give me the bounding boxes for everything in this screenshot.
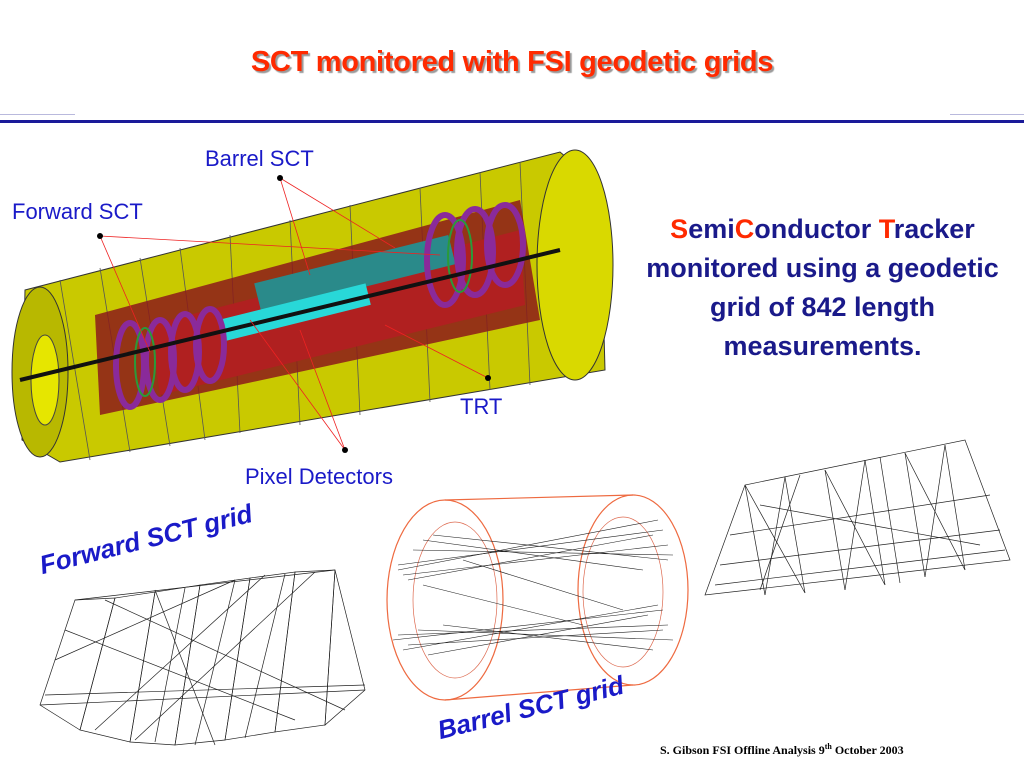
forward-sct-label: Forward SCT [12, 199, 143, 224]
description-text: SemiConductor Tracker monitored using a … [625, 210, 1020, 366]
detector-cutaway-image [11, 149, 614, 463]
desc-onductor: onductor [754, 214, 872, 244]
desc-s: S [670, 214, 689, 244]
footer-prefix: S. Gibson FSI Offline Analysis 9 [660, 743, 825, 757]
pixel-detectors-label: Pixel Detectors [245, 464, 393, 489]
desc-racker: racker [893, 214, 975, 244]
desc-emi: emi [688, 214, 735, 244]
barrel-sct-grid-image [386, 494, 689, 701]
barrel-sct-label: Barrel SCT [205, 146, 314, 171]
forward-sct-grid-image [39, 569, 366, 746]
divider-left-faint [0, 114, 75, 115]
slide-title: SCT monitored with FSI geodetic grids [250, 46, 774, 78]
divider-right-faint [950, 114, 1024, 115]
desc-t: T [878, 214, 894, 244]
footer-sup: th [824, 742, 832, 751]
desc-c: C [734, 214, 755, 244]
footer-suffix: October 2003 [831, 743, 904, 757]
title-divider [0, 120, 1024, 123]
desc-rest: monitored using a geodetic grid of 842 l… [646, 253, 999, 361]
right-sct-grid-image [704, 439, 1011, 596]
trt-label: TRT [460, 394, 503, 419]
footer-citation: S. Gibson FSI Offline Analysis 9th Octob… [660, 742, 904, 758]
